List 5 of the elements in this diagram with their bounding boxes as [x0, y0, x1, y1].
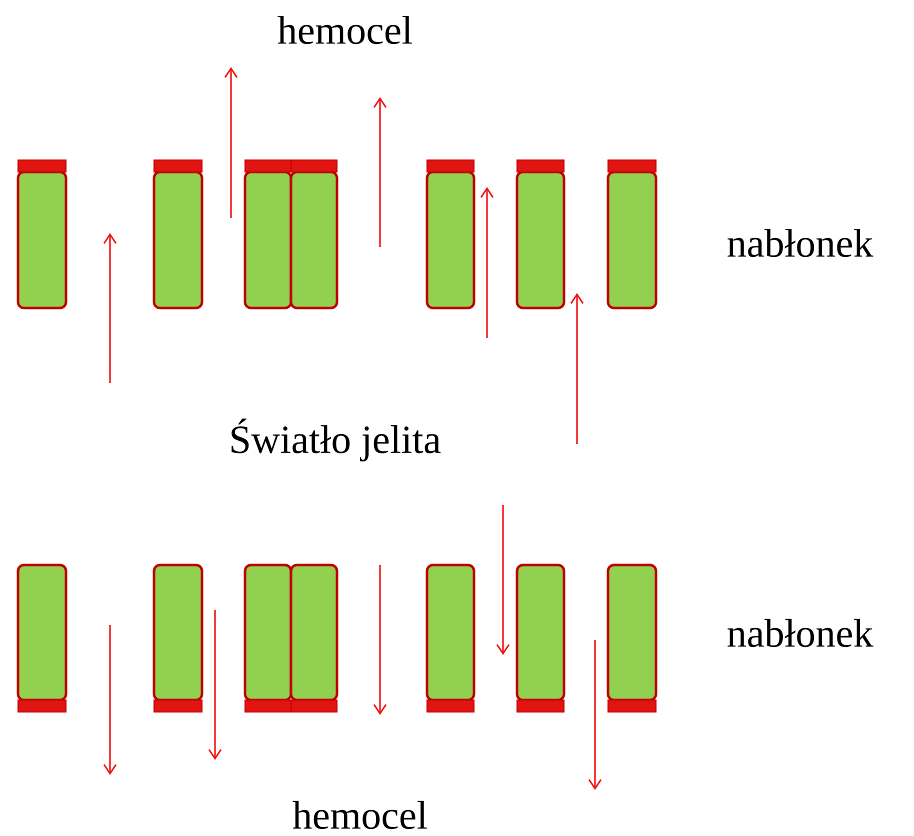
label: hemocel [278, 16, 412, 44]
label: hemocel [292, 800, 427, 830]
label: Światło jelita [232, 418, 441, 462]
label: nabłonek [728, 618, 874, 648]
label: nabłonek [728, 228, 874, 258]
